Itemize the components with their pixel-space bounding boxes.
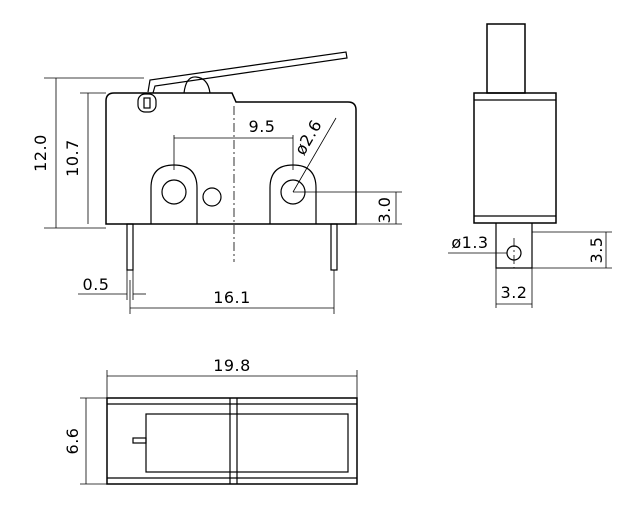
- right-terminal: [330, 223, 338, 271]
- top-view: 19.8 6.6: [63, 356, 358, 485]
- top-inner-cover: [145, 413, 349, 473]
- dim-terminal-span: 16.1: [213, 288, 251, 307]
- dim-terminal-hole-diameter: ø1.3: [451, 233, 488, 252]
- dim-terminal-pitch: 9.5: [249, 117, 276, 136]
- dim-height-body: 10.7: [63, 139, 82, 177]
- side-body: [473, 92, 557, 224]
- center-pin: [202, 187, 222, 207]
- side-view: ø1.3 3.5 3.2: [448, 23, 612, 308]
- dim-height-total: 12.0: [31, 134, 50, 172]
- left-mount-hole: [161, 179, 187, 205]
- actuator-bump: [183, 76, 211, 94]
- lever-pivot: [137, 93, 157, 113]
- switch-body: [105, 92, 357, 225]
- plunger: [486, 23, 526, 94]
- right-mount-boss: [269, 164, 317, 224]
- left-terminal: [126, 223, 134, 271]
- dim-hole-height: 3.0: [375, 197, 394, 224]
- dim-terminal-width: 3.2: [501, 283, 528, 302]
- dim-terminal-thickness: 0.5: [83, 275, 110, 294]
- top-body: [106, 397, 358, 485]
- dim-terminal-length: 3.5: [587, 237, 606, 264]
- left-mount-boss: [150, 164, 198, 224]
- dim-hole-diameter: ø2.6: [291, 116, 326, 158]
- dim-body-length: 19.8: [213, 356, 251, 375]
- dim-body-width: 6.6: [63, 428, 82, 455]
- lever-arm: [147, 51, 348, 94]
- top-lever-edge: [132, 437, 147, 444]
- front-view: 12.0 10.7 9.5 ø2.6 3.0 0.5 16.1: [31, 51, 402, 314]
- lever-pivot-slot: [143, 97, 151, 109]
